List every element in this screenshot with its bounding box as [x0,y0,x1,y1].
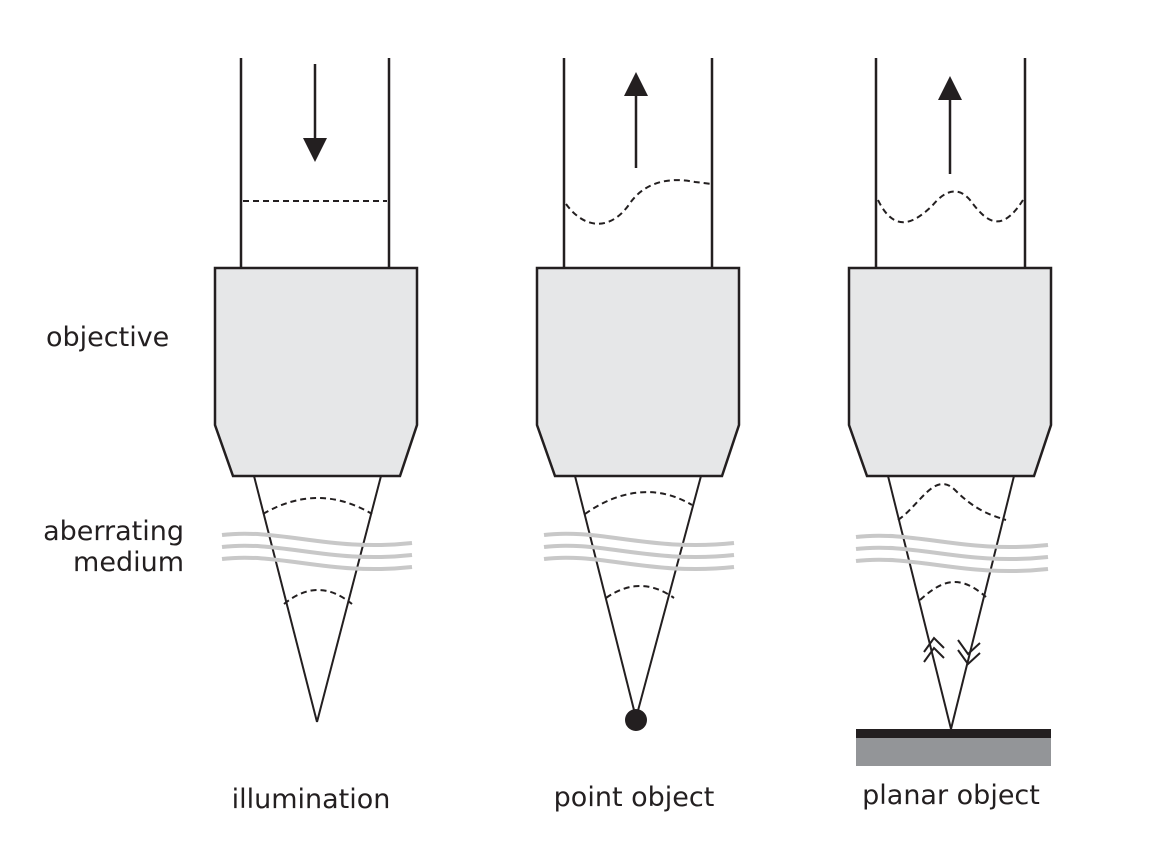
planar-surface-base [856,738,1051,766]
illumination-label: illumination [231,784,391,815]
wavefront-lower [605,585,675,599]
aberrating-medium-label: aberrating medium [43,516,184,578]
up-arrow-icon [624,72,648,168]
wavefront-lower [919,581,987,601]
focus-cone [574,475,702,719]
aberrated-wavefront [565,179,713,225]
aberrating-medium [855,533,1049,573]
panel-illumination [213,58,419,723]
planar-surface-top [856,729,1051,738]
converging-wavefront-lower [283,589,353,605]
aberrating-medium [221,531,413,571]
point-object-label: point object [553,782,715,813]
aberrating-label-line1: aberrating [43,516,184,547]
wavefront-upper [584,491,693,515]
focus-cone [253,475,382,723]
down-arrow-icon [303,64,327,162]
aberrating-medium [543,531,735,571]
objective-lens [535,266,741,478]
objective-label: objective [46,322,170,353]
point-object-dot [625,709,647,731]
double-aberrated-wavefront [877,190,1024,224]
downward-ray-chevron-icon [957,639,981,666]
panel-point-object [535,58,741,731]
planar-object-label: planar object [862,780,1040,811]
converging-wavefront-upper [262,497,373,515]
focus-cone [887,475,1015,730]
wavefront-upper [897,483,1007,521]
aberrating-label-line2: medium [73,547,184,579]
upward-ray-chevron-icon [923,636,945,663]
panel-planar-object [847,58,1053,766]
up-arrow-icon [938,76,962,174]
objective-lens [213,266,419,478]
objective-lens [847,266,1053,478]
